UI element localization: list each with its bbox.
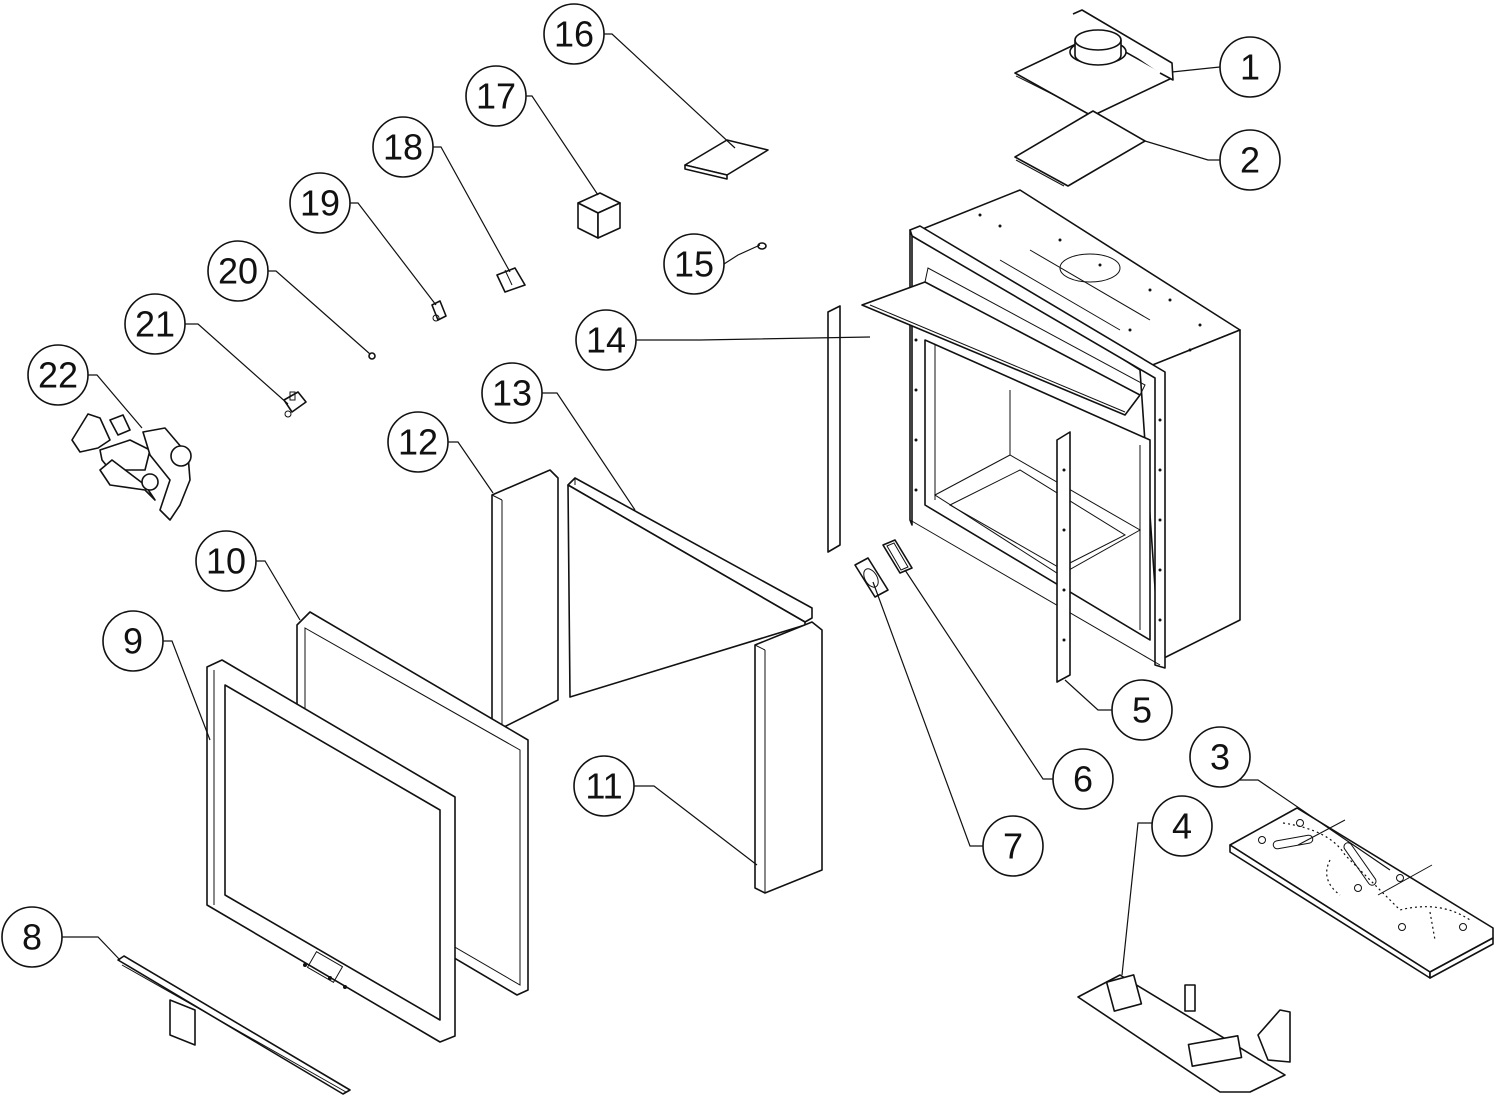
callout-number: 4	[1172, 806, 1192, 847]
leader-lines	[62, 33, 1391, 976]
callout-number: 2	[1240, 140, 1260, 181]
part-22-log-set	[71, 413, 192, 521]
part-3-burner-tray	[1229, 807, 1494, 979]
callout-7: 7	[982, 815, 1044, 877]
part-19-fitting	[431, 300, 447, 322]
callout-10: 10	[195, 530, 257, 592]
callout-number: 22	[38, 355, 78, 396]
callout-2: 2	[1219, 129, 1281, 191]
part-6-access-cover	[882, 539, 913, 574]
callout-22: 22	[27, 344, 89, 406]
callout-15: 15	[663, 233, 725, 295]
callout-9: 9	[102, 610, 164, 672]
firebox-housing	[909, 189, 1241, 669]
part-9-front-frame	[206, 659, 456, 1043]
callout-number: 7	[1003, 826, 1023, 867]
callout-12: 12	[387, 411, 449, 473]
callout-13: 13	[481, 362, 543, 424]
callout-number: 1	[1240, 47, 1260, 88]
callout-number: 21	[135, 304, 175, 345]
part-21-pilot-assembly	[283, 391, 307, 418]
part-18-clip-bracket	[496, 267, 526, 293]
callout-17: 17	[465, 65, 527, 127]
part-16-insulation-pad	[684, 139, 769, 180]
callout-number: 15	[674, 244, 714, 285]
callout-1: 1	[1219, 36, 1281, 98]
part-14-top-baffle	[861, 267, 1146, 416]
callout-number: 16	[554, 14, 594, 55]
part-7-gasket	[854, 557, 889, 598]
callout-21: 21	[124, 293, 186, 355]
callout-number: 10	[206, 541, 246, 582]
part-2-top-plate	[1014, 110, 1146, 187]
part-12-left-refractory	[491, 469, 559, 729]
part-5-right-trim-strip	[1056, 431, 1071, 683]
callout-number: 9	[123, 621, 143, 662]
callout-4: 4	[1151, 795, 1213, 857]
callout-11: 11	[573, 755, 635, 817]
callout-number: 19	[300, 183, 340, 224]
part-4-valve-base	[1077, 974, 1291, 1093]
callout-number: 5	[1132, 690, 1152, 731]
callout-number: 14	[586, 320, 626, 361]
callout-number: 18	[383, 127, 423, 168]
callout-5: 5	[1111, 679, 1173, 741]
callout-18: 18	[372, 116, 434, 178]
part-17-cube	[577, 192, 621, 239]
callout-number: 13	[492, 373, 532, 414]
callout-number: 11	[585, 766, 622, 807]
callout-16: 16	[543, 3, 605, 65]
part-8-bottom-trim	[117, 955, 351, 1095]
part-11-right-refractory	[754, 621, 823, 894]
callout-3: 3	[1189, 726, 1251, 788]
callout-20: 20	[207, 240, 269, 302]
callout-number: 3	[1210, 737, 1230, 778]
callout-6: 6	[1052, 748, 1114, 810]
callout-number: 20	[218, 251, 258, 292]
callout-number: 17	[476, 76, 516, 117]
callout-14: 14	[575, 309, 637, 371]
callout-number: 6	[1073, 759, 1093, 800]
callout-19: 19	[289, 172, 351, 234]
part-1-flue-collar-plate	[1014, 9, 1174, 117]
left-trim-strip	[827, 305, 841, 553]
part-20-nut	[368, 352, 376, 360]
callout-8: 8	[1, 906, 63, 968]
callout-number: 8	[22, 917, 42, 958]
callout-number: 12	[398, 422, 438, 463]
